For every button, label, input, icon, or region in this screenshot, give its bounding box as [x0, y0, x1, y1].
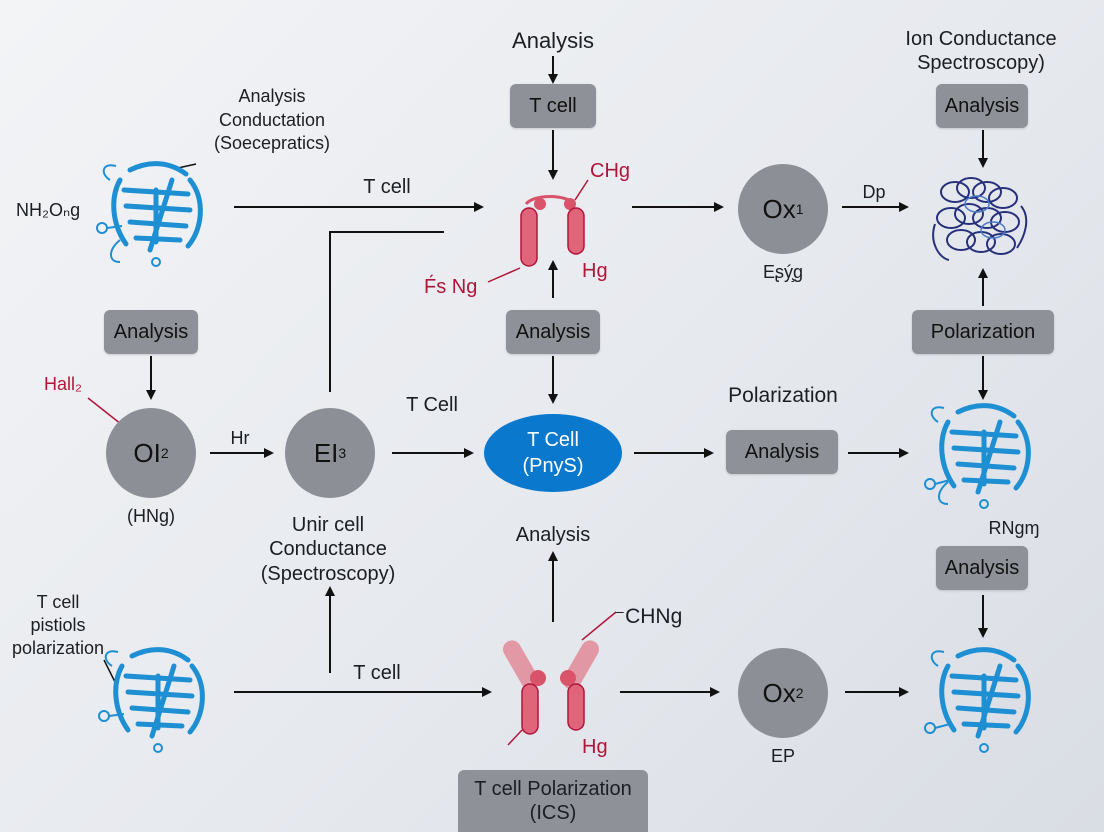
nh2ong-label: NH₂Oₙg: [16, 200, 81, 220]
antibody-icon: [503, 640, 599, 735]
unir-caption-line2: Conductance: [269, 538, 387, 560]
bl-caption-line3: polarization: [11, 638, 105, 658]
fis-ng-label: F́s Ng: [424, 276, 478, 298]
analysis-topright-box: Analysis: [936, 84, 1028, 128]
helix-protein-icon: [932, 177, 1028, 261]
ox1-label: Ox: [762, 193, 796, 224]
tl-caption-line2: Conductation: [218, 110, 326, 130]
ox2-sup: 2: [795, 685, 804, 701]
tl-caption-line3: (Soecepratics): [213, 133, 331, 153]
ep-label: EP: [770, 746, 796, 766]
unir-caption-line3: (Spectroscopy): [260, 563, 396, 585]
top-analysis-label: Analysis: [512, 28, 594, 53]
tcell-center-line2: (PnyS): [522, 455, 584, 477]
bl-caption-line2: pistiols: [30, 615, 86, 635]
tcell-polarization-box: T cell Polarization (ICS): [458, 770, 648, 832]
analysis-row2-box: Analysis: [726, 430, 838, 474]
tcell-center-node: T Cell (PnyS): [484, 414, 622, 492]
rngm-label: RNɡɱ: [988, 518, 1040, 538]
tcell-center-line1: T Cell: [527, 429, 579, 451]
tcell-polarization-line2: (ICS): [529, 802, 577, 824]
hg-top-label: Hg: [582, 260, 608, 282]
polarization-mid-label: Polarization: [728, 384, 838, 407]
dp-label: Dp: [862, 182, 886, 202]
protein-icon: [924, 403, 1031, 509]
analysis-lowerright-label: Analysis: [944, 556, 1020, 579]
hng-label: (HNg): [127, 506, 175, 526]
protein-icon: [98, 647, 205, 753]
polarization-right-box: Polarization: [912, 310, 1054, 354]
tcell-mid-label: T Cell: [406, 394, 458, 416]
polarization-right-label: Polarization: [930, 320, 1036, 343]
ion-conductance-line2: Spectroscopy): [917, 52, 1045, 74]
analysis-left-label: Analysis: [113, 320, 189, 343]
chng-label: ⁻CHNg: [614, 605, 683, 628]
ei-sup: 3: [338, 445, 347, 461]
tcell-top-box: T cell: [510, 84, 596, 128]
ox1-sup: 1: [795, 201, 804, 217]
analysis-mid-label: Analysis: [515, 320, 591, 343]
analysis-lower-mid-label: Analysis: [515, 524, 591, 546]
antibody-icon: [520, 195, 585, 267]
ion-conductance-line1: Ion Conductance: [905, 28, 1057, 50]
tcell-top-box-label: T cell: [529, 94, 577, 117]
hall2-label: Hall₂: [44, 374, 82, 394]
analysis-row2-label: Analysis: [744, 440, 820, 463]
hg-bottom-label: Hg: [582, 736, 608, 758]
hr-label: Hr: [230, 428, 250, 448]
ox2-label: Ox: [762, 677, 796, 708]
tl-caption-line1: Analysis: [238, 86, 306, 106]
tcell-row1-label: T cell: [363, 176, 411, 198]
tcell-polarization-line1: T cell Polarization: [474, 778, 632, 800]
elbow-connector: [329, 231, 444, 392]
ch-label: CHg: [590, 160, 631, 182]
ei-label: EI: [313, 437, 339, 468]
analysis-lowerright-box: Analysis: [936, 546, 1028, 590]
tcell-row3-label: T cell: [353, 662, 401, 684]
bl-caption-line1: T cell: [36, 592, 80, 612]
protein-icon: [96, 161, 203, 267]
analysis-topright-label: Analysis: [944, 94, 1020, 117]
analysis-mid-box: Analysis: [506, 310, 600, 354]
esyig-label: Eʂý̧g: [762, 262, 804, 282]
protein-icon: [924, 647, 1031, 753]
analysis-left-box: Analysis: [104, 310, 198, 354]
oi-label: OI: [133, 437, 161, 468]
unir-caption-line1: Unir cell: [291, 514, 365, 536]
oi-sup: 2: [160, 445, 169, 461]
